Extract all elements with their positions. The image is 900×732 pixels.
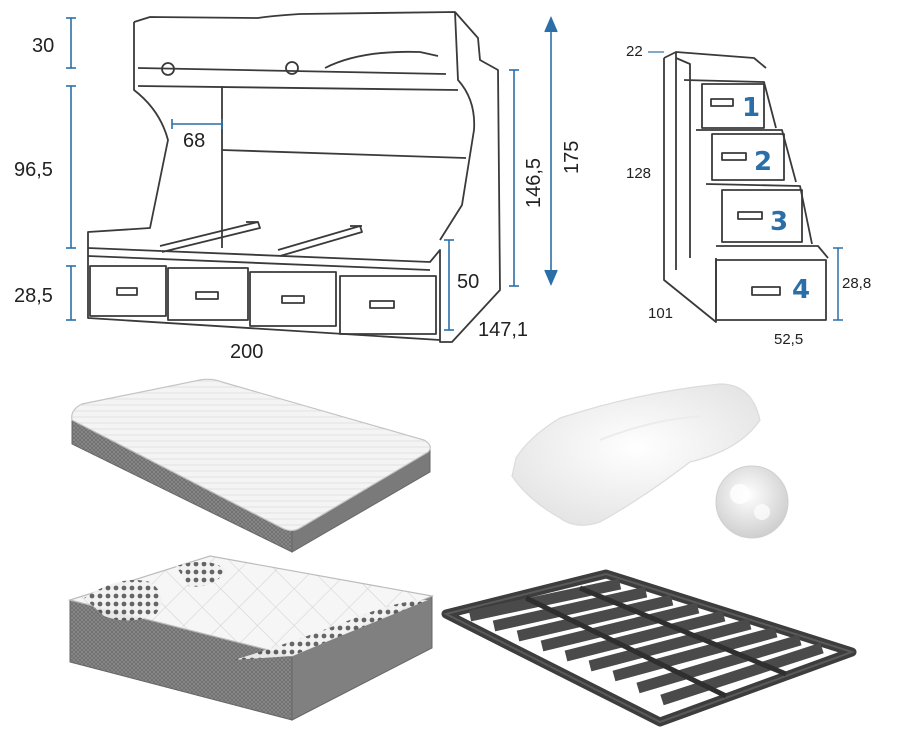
bunk-bed-dimensions: 30 96,5 28,5 68 146,5 175 50 147,1 200 <box>14 35 583 363</box>
dim-upper-gap: 96,5 <box>14 159 53 181</box>
stairs-dimensions: 22 128 28,8 101 52,5 <box>626 43 871 348</box>
stairs-drawing <box>663 51 829 323</box>
step-number-3: 3 <box>770 207 788 237</box>
step-number-4: 4 <box>792 275 810 305</box>
fiber-detail-image <box>715 465 789 539</box>
dim-stairs-top: 22 <box>626 43 643 60</box>
dim-length: 200 <box>230 341 263 363</box>
stairs-step-numbers: 1 2 3 4 <box>742 93 810 305</box>
dim-stairs-width: 52,5 <box>774 331 803 348</box>
dim-stairs-bottom-step: 28,8 <box>842 275 871 292</box>
mattress-image-1 <box>71 378 431 553</box>
dim-stairs-depth: 101 <box>648 305 673 322</box>
step-number-2: 2 <box>754 147 772 177</box>
slatted-base-image <box>441 569 857 727</box>
bunk-bed-drawing <box>87 11 501 343</box>
dim-drawer-base: 28,5 <box>14 285 53 307</box>
stairs-dimension-lines <box>833 247 843 321</box>
dim-side-height: 50 <box>457 271 479 293</box>
dim-stairs-height: 128 <box>626 165 651 182</box>
mattress-image-2 <box>67 555 435 721</box>
dim-upper-height: 146,5 <box>523 158 545 208</box>
dim-opening: 68 <box>183 130 205 152</box>
bunk-bed-dimension-lines <box>66 15 558 331</box>
dim-top-rail: 30 <box>32 35 54 57</box>
dim-total-height: 175 <box>561 141 583 174</box>
dim-depth: 147,1 <box>478 319 528 341</box>
step-number-1: 1 <box>742 93 760 123</box>
pillow-image <box>511 383 761 526</box>
